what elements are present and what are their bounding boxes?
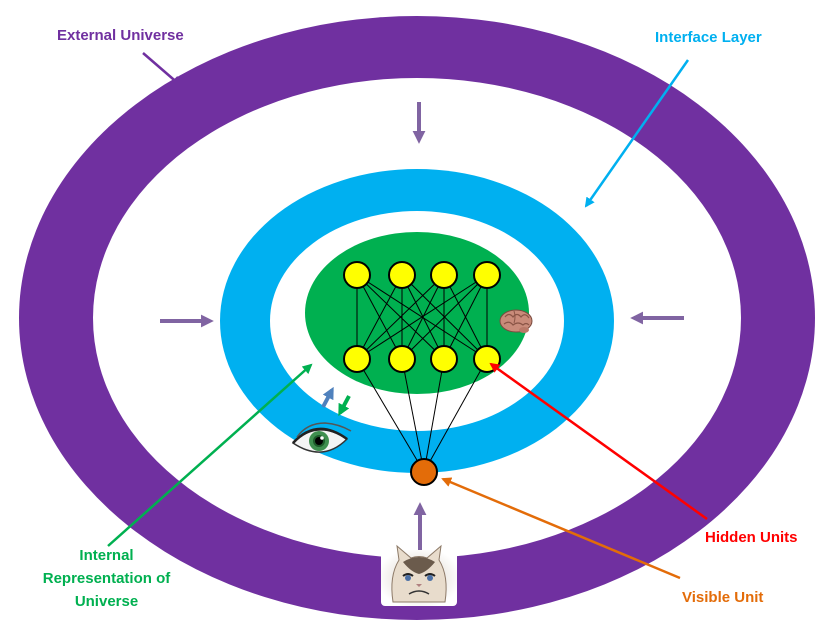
arrow-up-steel	[321, 386, 334, 408]
arrow-down-green	[338, 395, 351, 417]
hidden-unit	[430, 261, 458, 289]
hidden-unit	[388, 261, 416, 289]
grumpy-cat-icon	[381, 544, 457, 606]
hidden-unit	[473, 261, 501, 289]
hidden-units	[343, 261, 501, 373]
hidden-unit	[430, 345, 458, 373]
eye-icon	[291, 422, 352, 453]
hidden-unit	[343, 345, 371, 373]
visible-unit-label: Visible Unit	[682, 589, 764, 606]
internal-label-line1: Internal	[79, 547, 134, 564]
visible-unit	[410, 458, 438, 486]
hidden-units-pointer	[489, 362, 708, 521]
hidden-units-label: Hidden Units	[705, 529, 798, 546]
hidden-unit	[388, 345, 416, 373]
internal-label-line3: Universe	[74, 593, 139, 610]
exchange-arrows	[321, 386, 351, 417]
external-universe-pointer	[142, 52, 182, 87]
visible-unit-pointer	[441, 477, 681, 580]
internal-representation-label: Internal Representation of Universe	[14, 544, 199, 613]
external-universe-label: External Universe	[57, 27, 184, 44]
internal-pointer	[107, 363, 313, 547]
internal-label-line2: Representation of	[42, 570, 171, 587]
brain-icon	[499, 309, 533, 333]
inward-arrows	[160, 102, 684, 550]
interface-layer-label: Interface Layer	[655, 29, 762, 46]
interface-layer-pointer	[584, 59, 690, 208]
hidden-unit	[343, 261, 371, 289]
visible-connections	[356, 358, 488, 473]
